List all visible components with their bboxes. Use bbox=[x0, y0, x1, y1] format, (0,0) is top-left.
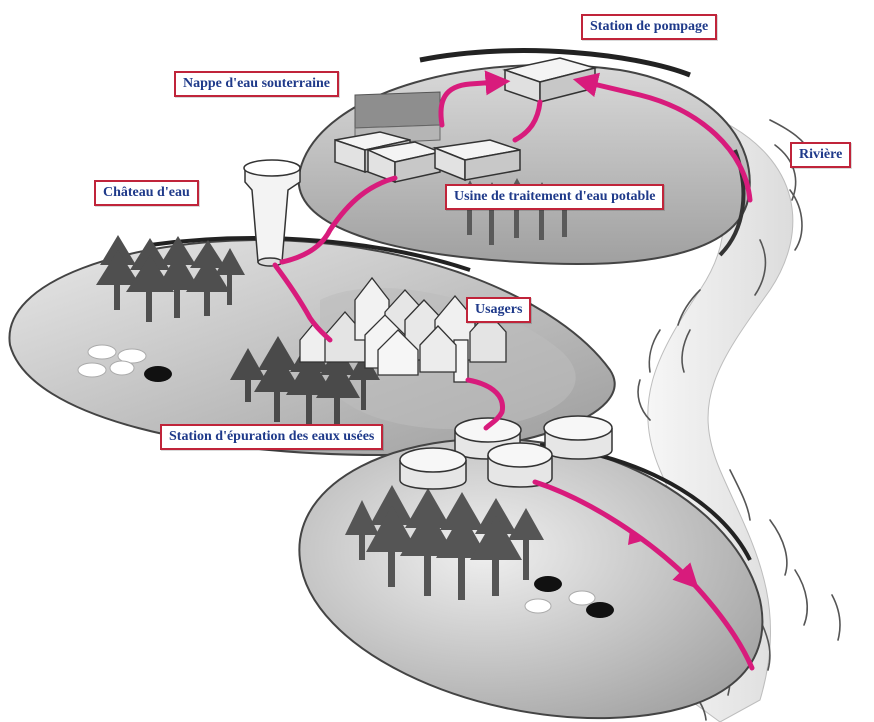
terrace-left-rim bbox=[149, 236, 471, 272]
label-river: Rivière bbox=[790, 142, 852, 168]
flow-river-to-pump bbox=[572, 72, 753, 203]
label-pumping-station: Station de pompage bbox=[581, 14, 718, 40]
terrace-top-rim bbox=[419, 48, 691, 78]
trees-left bbox=[96, 235, 245, 322]
flow-village-to-tanks bbox=[465, 377, 505, 431]
label-water-tower: Château d'eau bbox=[94, 180, 199, 206]
label-groundwater: Nappe d'eau souterraine bbox=[174, 71, 339, 97]
label-wastewater-plant: Station d'épuration des eaux usées bbox=[160, 424, 384, 450]
flow-tanks-to-river bbox=[532, 479, 755, 671]
label-users: Usagers bbox=[466, 297, 532, 323]
water-flow-paths bbox=[272, 70, 755, 671]
flow-pump-to-plant bbox=[512, 99, 543, 143]
animals bbox=[77, 344, 614, 618]
terrace-bottom bbox=[298, 437, 764, 720]
label-treatment-plant: Usine de traitement d'eau potable bbox=[445, 184, 665, 210]
flow-groundwater-to-pump bbox=[438, 70, 511, 128]
water-tower bbox=[243, 159, 301, 267]
wastewater-tanks bbox=[399, 415, 613, 490]
treatment-plant-buildings bbox=[334, 131, 521, 184]
groundwater-slab bbox=[354, 91, 441, 129]
flow-tower-to-village bbox=[272, 262, 333, 343]
flow-plant-to-tower bbox=[279, 175, 398, 265]
trees-bottom bbox=[345, 485, 544, 600]
